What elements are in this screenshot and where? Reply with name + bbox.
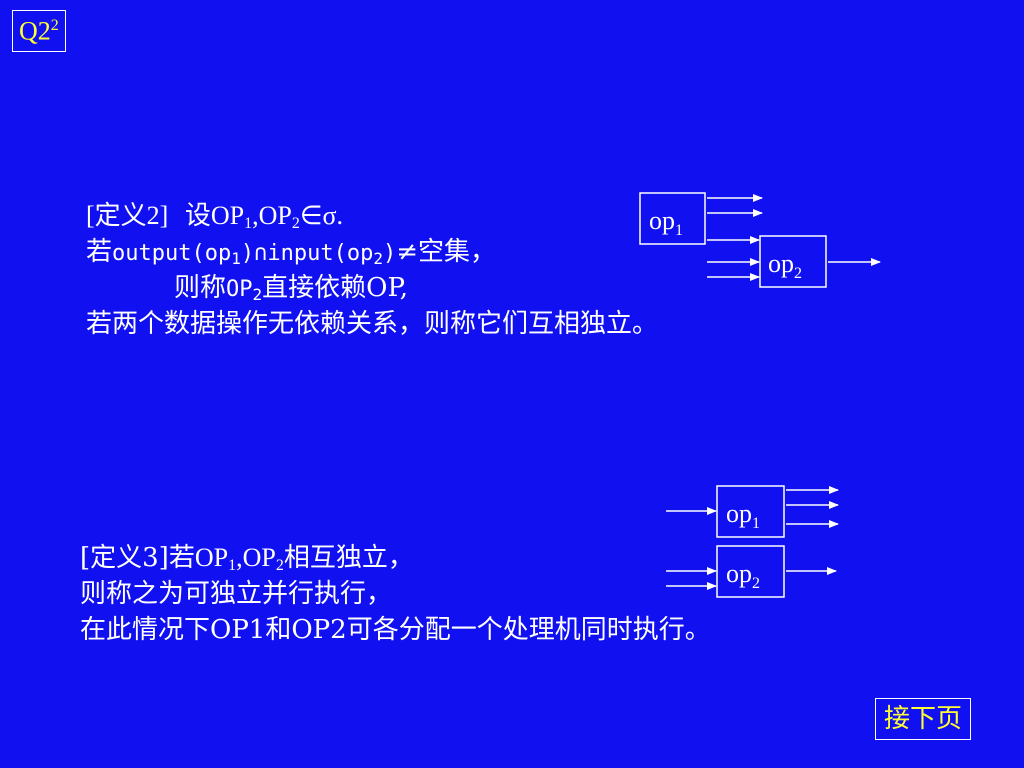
badge-sup: 2: [50, 17, 59, 34]
def3-op2: OP: [242, 543, 276, 572]
def3-op1-sub: 1: [228, 557, 237, 574]
def2-op1: OP: [210, 201, 245, 230]
def2-she: 设: [184, 201, 211, 231]
def3-line1: [定义3]若OP1,OP2相互独立，: [80, 540, 711, 576]
def2-close: ): [382, 241, 397, 266]
def2-tail: ∈σ.: [299, 201, 344, 230]
def2-op2: OP: [258, 201, 292, 230]
def2-comma: ,: [252, 201, 259, 230]
def2-line4: 若两个数据操作无依赖关系，则称它们互相独立。: [86, 309, 659, 339]
bottom-op1-label: op1: [726, 499, 760, 532]
bottom-op1-box: [716, 485, 785, 538]
def2-input: )∩input(op: [240, 241, 374, 266]
definition-2: [定义2] 设OP1,OP2∈σ. 若output(op1)∩input(op2…: [86, 198, 658, 342]
top-op1-label: op1: [649, 206, 683, 239]
top-op1-box: [639, 192, 706, 245]
top-op2-box: [759, 235, 827, 288]
def2-output: output(op: [112, 241, 232, 266]
def3-line3: 在此情况下OP1和OP2可各分配一个处理机同时执行。: [80, 615, 711, 645]
definition-3: [定义3]若OP1,OP2相互独立， 则称之为可独立并行执行， 在此情况下OP1…: [80, 540, 711, 648]
badge-label: Q2: [19, 16, 51, 46]
def2-input-sub: 2: [373, 249, 383, 268]
top-op2-label: op2: [768, 249, 802, 282]
def3-line2: 则称之为可独立并行执行，: [80, 579, 393, 609]
def3-comma: ,: [236, 543, 243, 572]
slide-badge: Q22: [12, 10, 66, 52]
def3-tail: 相互独立，: [283, 543, 414, 573]
def2-output-sub: 1: [231, 249, 241, 268]
bottom-op2-box: [716, 545, 785, 598]
def2-ruo: 若: [86, 237, 113, 267]
def2-op2-sub: 2: [291, 215, 300, 232]
next-page-button[interactable]: 接下页: [875, 698, 972, 740]
def2-line2: 若output(op1)∩input(op2)≠空集，: [86, 234, 658, 270]
def2-line1: [定义2] 设OP1,OP2∈σ.: [86, 198, 658, 234]
def2-op1-sub: 1: [244, 215, 253, 232]
def3-op2-sub: 2: [275, 557, 284, 574]
def2-bracket: [定义2]: [86, 201, 169, 230]
def2-line3-sub: 2: [252, 285, 263, 304]
def2-line2-tail: ≠空集，: [396, 237, 497, 267]
def3-op1: OP: [194, 543, 229, 572]
def2-line3-tail: 直接依赖OP,: [262, 273, 408, 303]
def3-bracket: [定义3]若: [80, 543, 195, 573]
bottom-op2-label: op2: [726, 559, 760, 592]
def2-line3: 则称OP2直接依赖OP,: [86, 270, 658, 306]
diagram-bottom: op1 op2: [666, 485, 839, 598]
diagram-top: op1 op2: [639, 192, 881, 288]
def2-zecheng: 则称: [174, 273, 227, 303]
def2-line3-op: OP: [226, 277, 253, 302]
